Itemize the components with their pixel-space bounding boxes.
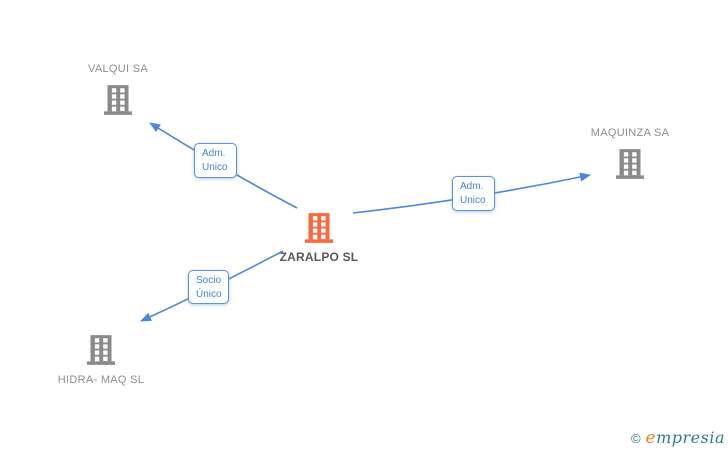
brand-initial: e [645,428,657,448]
node-maquinza-sa[interactable]: MAQUINZA SA [570,127,690,179]
node-label: MAQUINZA SA [590,127,670,139]
edge-label-adm-unico-maquinza: Adm. Unico [452,176,495,211]
node-valqui-sa[interactable]: VALQUI SA [58,63,178,115]
empresia-logo[interactable]: © empresia [631,428,725,448]
node-label: VALQUI SA [88,63,148,75]
edge-label-socio-unico-hidra: Socio Único [188,270,229,304]
node-zaralpo-sl[interactable]: ZARALPO SL [259,213,379,264]
brand-rest: mpresia [656,428,725,447]
building-icon [87,335,115,365]
edge-label-line2: Único [196,289,222,300]
node-label: HIDRA- MAQ SL [57,374,145,386]
brand-wordmark: empresia [646,428,725,448]
building-icon [616,149,644,179]
building-icon-central [305,213,333,243]
edge-label-line2: Unico [202,162,228,173]
edge-label-line2: Unico [460,195,486,206]
building-icon [104,85,132,115]
node-hidra-maq-sl[interactable]: HIDRA- MAQ SL [41,335,161,386]
edge-label-line1: Adm. [202,148,226,159]
central-node-label: ZARALPO SL [279,250,359,264]
edge-label-line1: Adm. [460,181,484,192]
edge-label-adm-unico-valqui: Adm. Unico [194,143,237,178]
copyright-icon: © [630,431,641,446]
edge-label-line1: Socio [196,275,222,286]
